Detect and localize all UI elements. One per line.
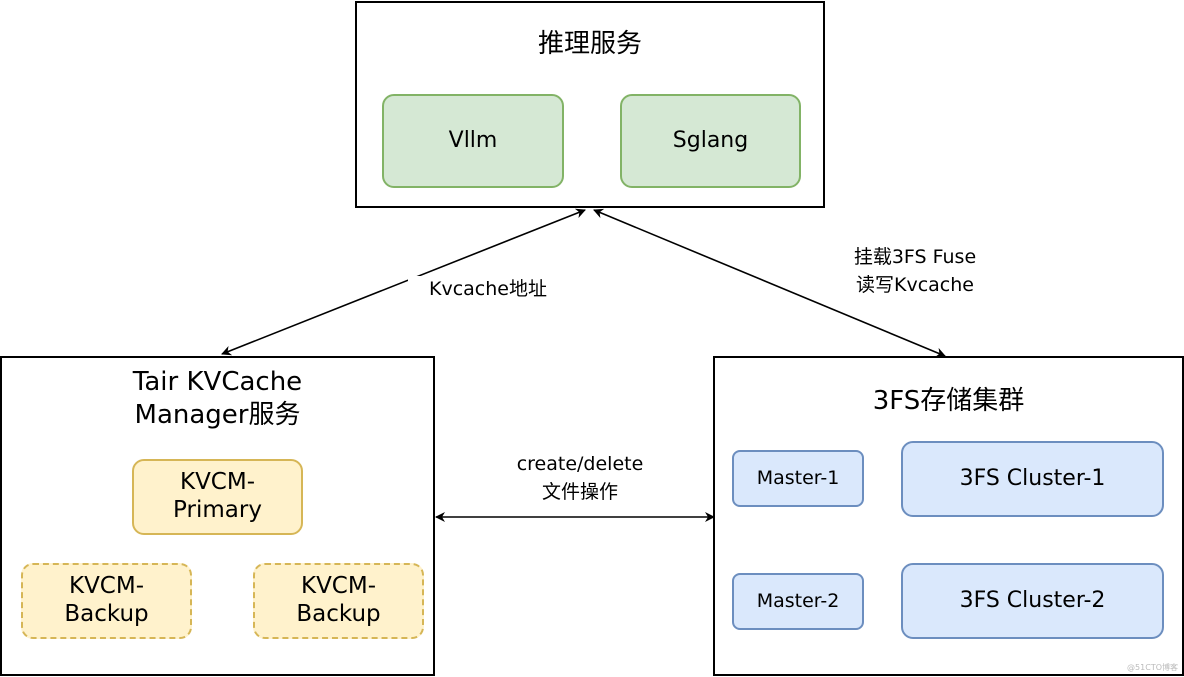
fuse-label-line2: 读写Kvcache <box>856 273 974 296</box>
file-op-line2: 文件操作 <box>541 480 618 503</box>
cluster-2-node: 3FS Cluster-2 <box>901 563 1164 639</box>
kvcm-title-line2: Manager服务 <box>134 399 301 430</box>
kvcache-address-edge <box>221 208 586 356</box>
storage-cluster-title: 3FS存储集群 <box>872 386 1025 416</box>
kvcm-backup2-line1: KVCM- <box>300 573 377 600</box>
sglang-node: Sglang <box>620 94 801 188</box>
kvcm-backup1-line1: KVCM- <box>68 573 145 600</box>
kvcm-primary-line1: KVCM- <box>179 469 256 496</box>
kvcm-service-title: Tair KVCache Manager服务 <box>0 366 435 431</box>
file-operation-label: create/delete 文件操作 <box>490 451 670 507</box>
inference-service-title: 推理服务 <box>537 29 642 59</box>
kvcm-primary-line2: Primary <box>173 497 262 523</box>
fuse-label-line1: 挂载3FS Fuse <box>853 246 977 268</box>
master-2-node: Master-2 <box>732 573 864 630</box>
cluster-1-node: 3FS Cluster-1 <box>901 441 1164 517</box>
file-op-line1: create/delete <box>516 453 644 475</box>
kvcm-backup-node-1: KVCM- Backup <box>21 563 192 639</box>
kvcm-backup2-line2: Backup <box>296 601 381 627</box>
watermark: @51CTO博客 <box>1127 663 1178 672</box>
kvcm-backup1-line2: Backup <box>64 601 149 627</box>
fuse-read-write-edge <box>593 208 946 358</box>
master-1-node: Master-1 <box>732 450 864 507</box>
kvcm-title-line1: Tair KVCache <box>132 367 303 397</box>
kvcm-backup-node-2: KVCM- Backup <box>253 563 424 639</box>
fuse-read-write-label: 挂载3FS Fuse 读写Kvcache <box>820 244 1010 300</box>
kvcache-address-label: Kvcache地址 <box>408 276 568 304</box>
kvcm-primary-node: KVCM- Primary <box>132 459 303 535</box>
vllm-node: Vllm <box>382 94 564 188</box>
